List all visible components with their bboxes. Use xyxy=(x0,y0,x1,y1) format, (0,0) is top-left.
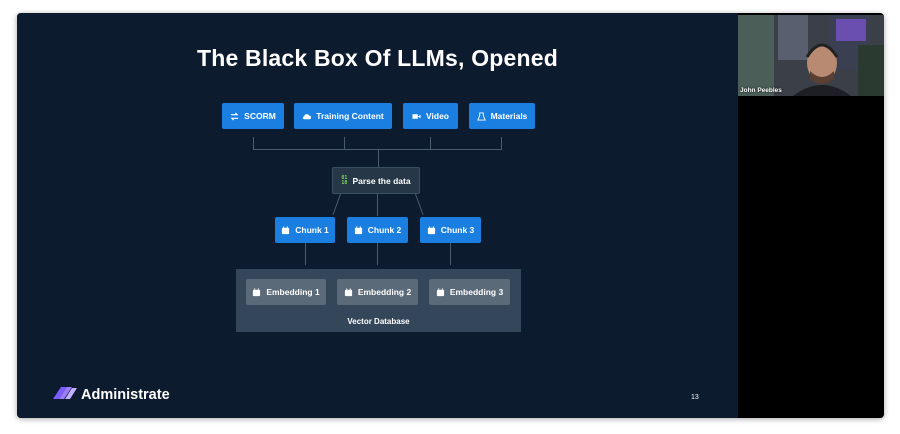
embedding-node-3: Embedding 3 xyxy=(429,279,510,305)
database-icon xyxy=(427,225,436,235)
parse-label: Parse the data xyxy=(352,175,411,186)
source-label: SCORM xyxy=(244,111,276,121)
page-number: 13 xyxy=(691,394,699,401)
source-label: Training Content xyxy=(316,111,384,121)
cloud-icon xyxy=(302,112,312,121)
embedding-node-1: Embedding 1 xyxy=(246,279,326,305)
chunk-label: Chunk 1 xyxy=(295,225,329,235)
embedding-label: Embedding 3 xyxy=(449,287,504,297)
participant-name: John Peebles xyxy=(740,87,782,94)
source-node-video: Video xyxy=(403,103,458,129)
embedding-label: Embedding 2 xyxy=(357,287,412,297)
connector-line xyxy=(378,149,379,167)
administrate-logo-icon xyxy=(53,385,77,404)
connector-line xyxy=(253,149,502,150)
brand-name: Administrate xyxy=(81,386,170,403)
participant-video-feed xyxy=(738,15,884,96)
embedding-label: Embedding 1 xyxy=(266,287,320,297)
database-icon xyxy=(344,287,353,297)
connector-line xyxy=(377,243,378,265)
vector-database-label: Vector Database xyxy=(347,317,410,326)
source-label: Video xyxy=(426,111,449,121)
side-panel xyxy=(738,96,884,418)
connector-line xyxy=(332,193,341,215)
database-icon xyxy=(281,225,290,235)
binary-icon: 01 10 xyxy=(341,174,348,186)
chunk-node-3: Chunk 3 xyxy=(420,217,481,243)
administrate-logo: Administrate xyxy=(53,385,170,404)
database-icon xyxy=(252,287,261,297)
scorm-icon xyxy=(230,112,239,121)
connector-line xyxy=(253,137,254,149)
slide-title: The Black Box Of LLMs, Opened xyxy=(196,45,559,71)
source-label: Materials xyxy=(490,111,528,121)
parse-node: 01 10 Parse the data xyxy=(332,167,420,194)
materials-icon xyxy=(476,111,486,121)
connector-line xyxy=(501,137,502,149)
source-node-materials: Materials xyxy=(469,103,535,129)
database-icon xyxy=(354,225,363,235)
participant-video[interactable]: John Peebles xyxy=(738,15,884,96)
chunk-label: Chunk 2 xyxy=(367,225,402,235)
embedding-node-2: Embedding 2 xyxy=(337,279,418,305)
chunk-node-1: Chunk 1 xyxy=(275,217,335,243)
meeting-window: The Black Box Of LLMs, Opened SCORM Trai… xyxy=(17,13,884,418)
connector-line xyxy=(377,194,378,216)
database-icon xyxy=(436,287,445,297)
source-node-scorm: SCORM xyxy=(222,103,284,129)
video-camera-icon xyxy=(412,112,421,121)
chunk-node-2: Chunk 2 xyxy=(347,217,408,243)
connector-line xyxy=(305,243,306,265)
connector-line xyxy=(450,243,451,265)
presentation-slide: The Black Box Of LLMs, Opened SCORM Trai… xyxy=(17,13,738,418)
connector-line xyxy=(415,193,424,215)
chunk-label: Chunk 3 xyxy=(440,225,475,235)
connector-line xyxy=(344,137,345,149)
connector-line xyxy=(430,137,431,149)
source-node-training-content: Training Content xyxy=(294,103,392,129)
